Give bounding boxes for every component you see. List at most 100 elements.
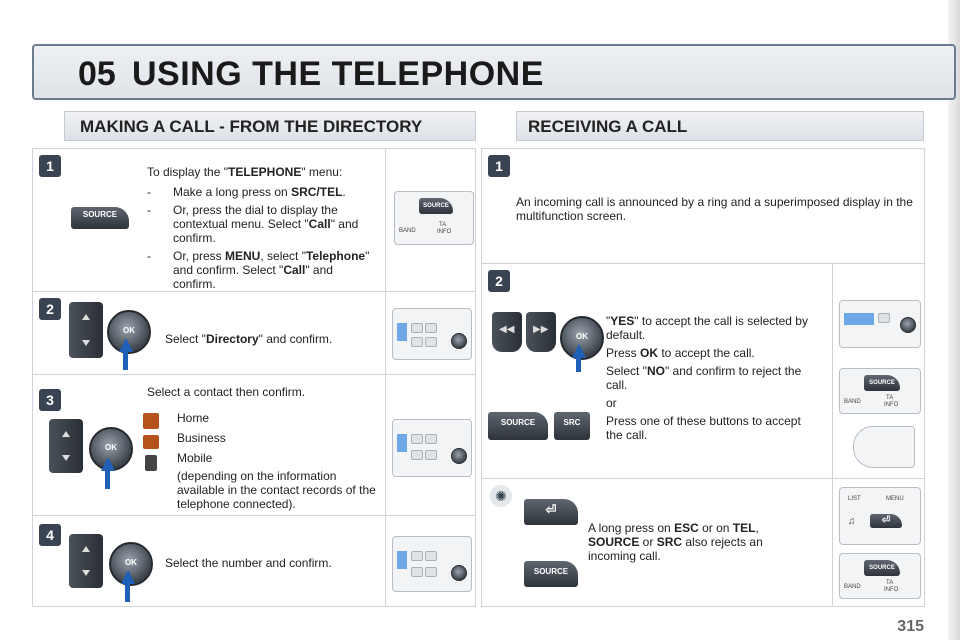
key [878,313,890,323]
press-arrow-icon [119,338,133,352]
console-image: SOURCE BAND TA INFO [832,264,925,478]
left-step-3-intro: Select a contact then confirm. [147,385,306,399]
key [411,434,423,444]
mobile-icon [145,455,157,471]
console-image [385,292,476,374]
ta-label: TA [886,395,894,401]
mini-dial-icon [451,333,467,349]
line-yes: "YES" to accept the call is selected by … [606,314,808,342]
source-button-icon: SOURCE [419,198,453,214]
steering-wheel-controls [853,426,915,468]
step-number: 2 [39,298,61,320]
left-section-header [64,111,476,141]
press-arrow-icon [572,344,586,358]
up-down-buttons [49,419,83,473]
up-arrow-icon [62,431,70,437]
console-panel-top: LIST MENU ⏎ ♫ [839,487,921,545]
list-item: -Make a long press on SRC/TEL. [147,185,346,199]
source-button-icon: SOURCE [864,560,900,576]
line-buttons: Press one of these buttons to accept the… [606,414,801,442]
down-arrow-icon [62,455,70,461]
header-bar [32,44,956,100]
highlight-key [397,551,407,569]
info-label: INFO [884,587,899,593]
console-image [385,375,476,515]
home-icon [143,413,159,429]
press-arrow-shaft [123,352,128,370]
band-label: BAND [399,228,416,234]
contact-note: (depending on the information available … [177,469,376,511]
key [411,450,423,460]
right-step-2-text: "YES" to accept the call is selected by … [606,314,820,442]
right-step-1-text: An incoming call is announced by a ring … [516,195,913,223]
rewind-button: ◀◀ [492,312,522,352]
option-business: Business [177,431,226,445]
source-button-icon: SOURCE [864,375,900,391]
music-note-icon: ♫ [848,516,856,527]
line-or: or [606,396,617,410]
band-label: BAND [844,584,861,590]
line-ok: Press OK to accept the call. [606,346,755,360]
left-step-1-text: To display the "TELEPHONE" menu: -Make a… [147,165,377,295]
console-panel: SOURCE BAND TA INFO [839,368,921,414]
key [411,337,423,347]
option-mobile: Mobile [177,451,213,465]
ta-label: TA [886,580,894,586]
page-edge [948,0,960,640]
left-step-4-panel: 4 OK Select the number and confirm. [32,515,476,607]
key [425,323,437,333]
step-number: 3 [39,389,61,411]
console-keypad [839,300,921,348]
step-number: 1 [488,155,510,177]
list-item: -Or, press the dial to display the conte… [147,203,359,245]
right-step-1-panel: 1 An incoming call is announced by a rin… [481,148,925,264]
up-arrow-icon [82,314,90,320]
console-image [385,516,476,606]
key [411,323,423,333]
press-arrow-icon [101,457,115,471]
src-button-icon: SRC [554,412,590,440]
chapter-number: 05 [78,55,116,93]
ta-label: TA [439,222,447,228]
forward-button: ▶▶ [526,312,556,352]
source-button-icon: SOURCE [71,207,129,229]
key [425,567,437,577]
source-button-icon: SOURCE [524,561,578,587]
mini-dial-icon [451,448,467,464]
key [425,434,437,444]
right-step-3-panel: ✺ ⏎ SOURCE A long press on ESC or on TEL… [481,478,925,607]
console-panel: SOURCE BAND TA INFO [839,553,921,599]
highlight-key [397,434,407,452]
down-arrow-icon [82,340,90,346]
press-arrow-shaft [105,471,110,489]
option-home: Home [177,411,210,425]
page-number: 315 [897,618,924,635]
step-number: 4 [39,524,61,546]
key [411,551,423,561]
console-panel: SOURCE BAND TA INFO [394,191,474,245]
mini-dial-icon [900,317,916,333]
console-keypad [392,419,472,477]
source-button-icon: SOURCE [488,412,548,440]
key [425,450,437,460]
up-arrow-icon [82,546,90,552]
up-down-buttons [69,534,103,588]
right-step-2-panel: 2 ◀◀ ▶▶ OK SOURCE SRC "YES" to accept th… [481,263,925,479]
step-number: 1 [39,155,61,177]
menu-label: MENU [886,496,904,502]
highlight-key [844,313,874,325]
press-arrow-icon [121,570,135,584]
right-section-header [516,111,924,141]
forward-icon: ▶▶ [533,324,549,335]
highlight-key [397,323,407,341]
press-arrow-shaft [576,358,581,372]
console-keypad [392,536,472,592]
info-label: INFO [437,229,452,235]
business-icon [143,435,159,449]
page-title: USING THE TELEPHONE [132,55,544,93]
key [411,567,423,577]
list-item: -Or, press MENU, select "Telephone" and … [147,249,370,291]
console-image: LIST MENU ⏎ ♫ SOURCE BAND TA INFO [832,479,925,606]
up-down-buttons [69,302,103,358]
right-section-title: RECEIVING A CALL [528,117,688,136]
